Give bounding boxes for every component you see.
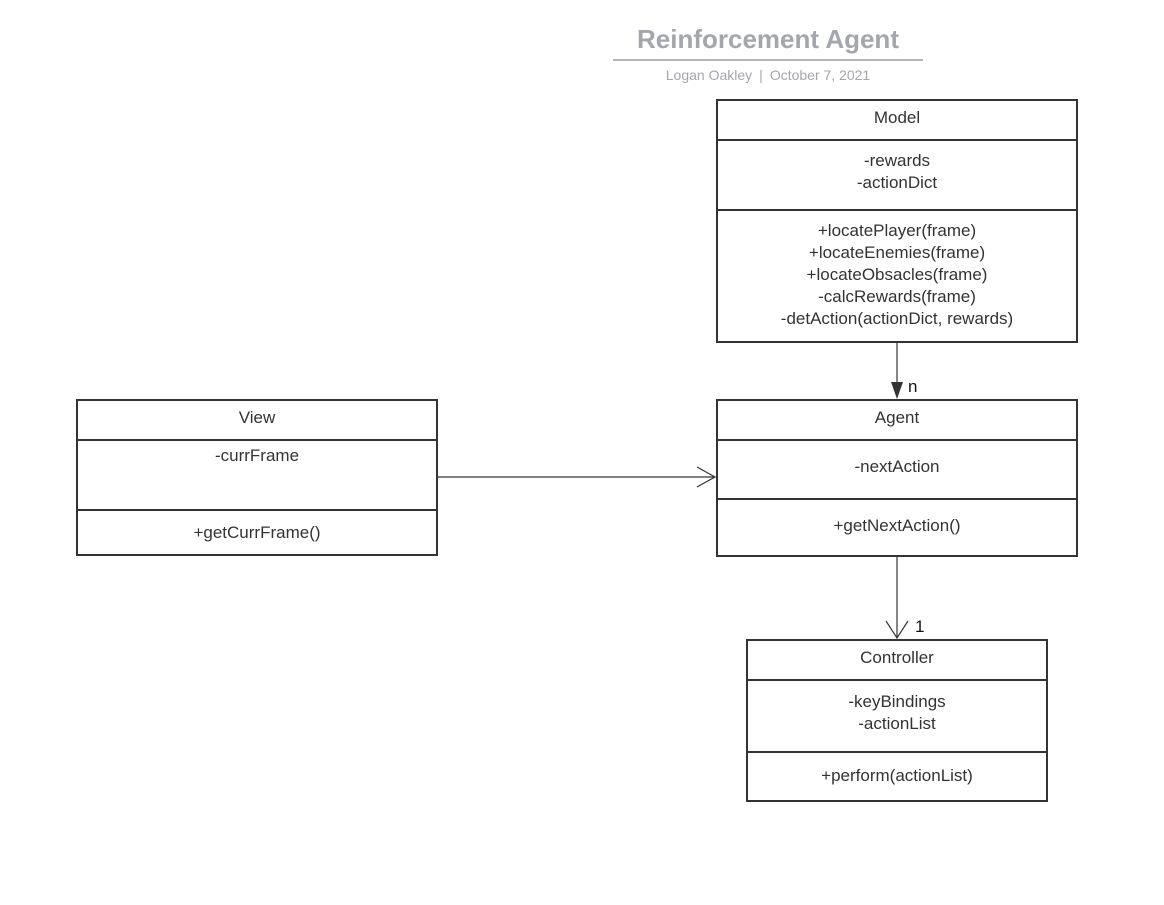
view-attributes-compartment: -currFrame [78, 439, 436, 509]
agent-attribute: -nextAction [854, 457, 940, 476]
model-class-name: Model [873, 108, 921, 127]
model-method: -detAction(actionDict, rewards) [780, 309, 1014, 328]
diagram-subtitle: Logan Oakley | October 7, 2021 [613, 66, 923, 84]
title-divider [613, 59, 923, 61]
model-methods-compartment: +locatePlayer(frame) +locateEnemies(fram… [718, 209, 1076, 341]
model-method: +locateEnemies(frame) [808, 243, 986, 262]
multiplicity-1-label: 1 [915, 617, 925, 636]
view-name-compartment: View [78, 401, 436, 439]
model-method: -calcRewards(frame) [818, 287, 976, 306]
diagram-date: October 7, 2021 [769, 67, 871, 83]
agent-methods-compartment: +getNextAction() [718, 498, 1076, 555]
agent-class-name: Agent [874, 408, 920, 427]
controller-class-name: Controller [860, 648, 934, 667]
view-agent-arrowhead [696, 466, 717, 488]
agent-class-box[interactable]: Agent -nextAction +getNextAction() [716, 399, 1078, 557]
subtitle-separator: | [759, 67, 763, 83]
agent-name-compartment: Agent [718, 401, 1076, 439]
model-attribute: -actionDict [856, 173, 938, 192]
agent-controller-arrowhead [885, 620, 909, 640]
model-class-box[interactable]: Model -rewards -actionDict +locatePlayer… [716, 99, 1078, 343]
controller-attribute: -keyBindings [848, 692, 946, 711]
controller-method: +perform(actionList) [821, 766, 973, 785]
model-agent-arrowhead [891, 382, 903, 399]
controller-attribute: -actionList [858, 714, 936, 733]
view-class-name: View [238, 408, 276, 427]
controller-attributes-compartment: -keyBindings -actionList [748, 679, 1046, 751]
model-name-compartment: Model [718, 101, 1076, 139]
model-method: +locateObsacles(frame) [806, 265, 988, 284]
model-attributes-compartment: -rewards -actionDict [718, 139, 1076, 209]
multiplicity-n-label: n [908, 377, 918, 396]
view-attribute: -currFrame [214, 446, 300, 465]
agent-method: +getNextAction() [833, 516, 961, 535]
view-method: +getCurrFrame() [193, 523, 321, 542]
author-name: Logan Oakley [665, 67, 753, 83]
view-class-box[interactable]: View -currFrame +getCurrFrame() [76, 399, 438, 556]
model-method: +locatePlayer(frame) [817, 221, 977, 240]
view-methods-compartment: +getCurrFrame() [78, 509, 436, 554]
controller-methods-compartment: +perform(actionList) [748, 751, 1046, 800]
model-attribute: -rewards [863, 151, 931, 170]
diagram-title: Reinforcement Agent [637, 24, 899, 54]
agent-attributes-compartment: -nextAction [718, 439, 1076, 498]
controller-class-box[interactable]: Controller -keyBindings -actionList +per… [746, 639, 1048, 802]
controller-name-compartment: Controller [748, 641, 1046, 679]
